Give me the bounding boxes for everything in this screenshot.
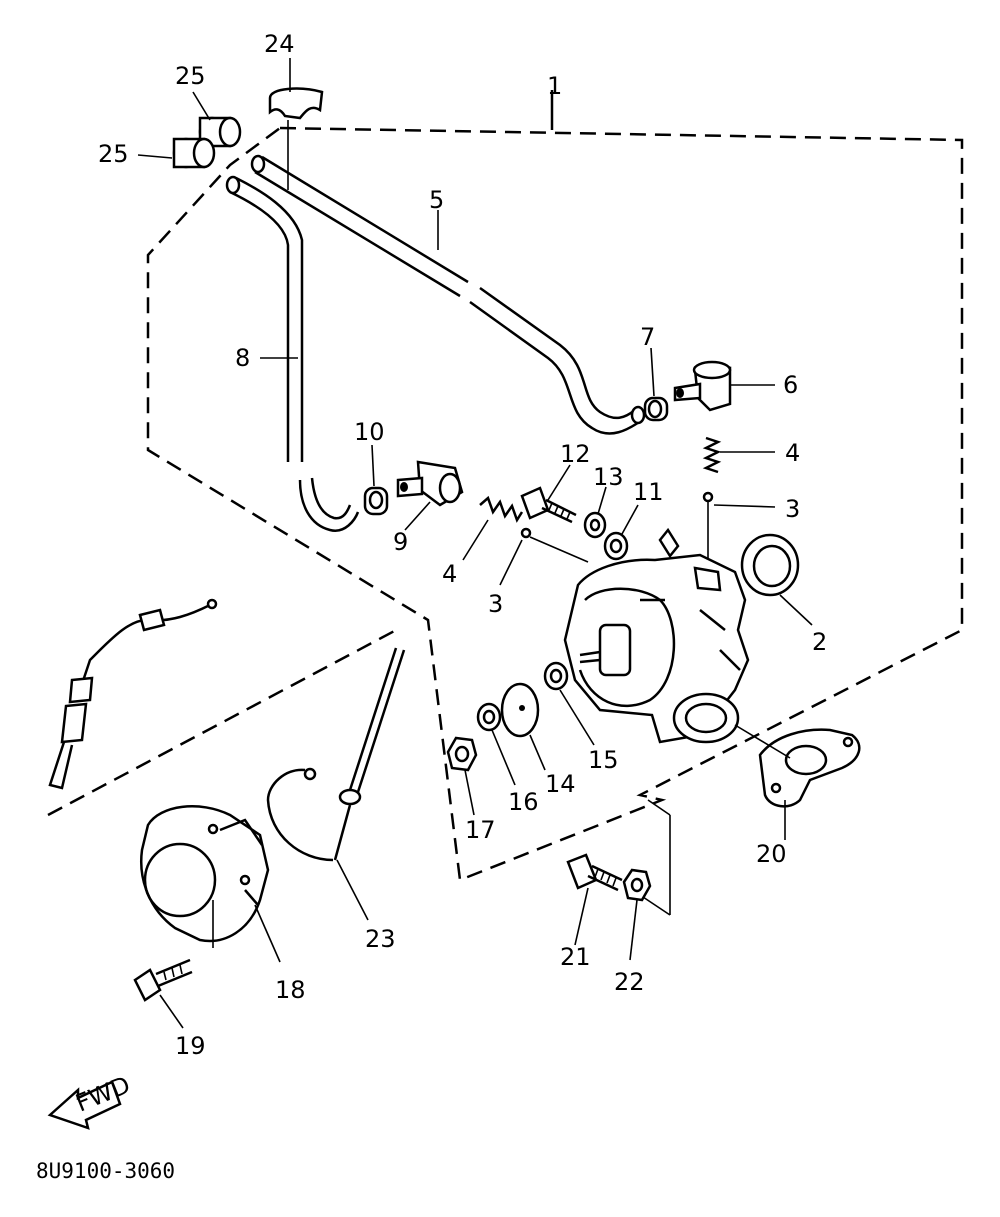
callout-11: 11 [633,478,664,506]
part-5-hose [250,154,646,435]
parts-21-22-bracket [647,799,671,816]
part-20-leader [734,724,791,759]
part-7-ring [643,396,669,422]
part-25-sleeve-lower [172,137,216,169]
cable-group-outline [47,626,401,817]
callout-7: 7 [640,323,655,351]
part-4-leader-left [462,519,489,561]
forward-arrow-icon: FWD [47,1071,134,1130]
part-3-ball-left [520,527,532,539]
part-12-leader [547,464,571,501]
part-18-leader [254,904,281,963]
callout-8: 8 [235,344,250,372]
part-14-plate [500,682,540,738]
callout-12: 12 [560,440,591,468]
part-19-leader [159,994,184,1029]
part-11-ring [603,531,629,561]
callout-18: 18 [275,976,306,1004]
callout-15: 15 [588,746,619,774]
part-17-leader [464,769,475,816]
callout-25-lower: 25 [98,140,129,168]
part-4-spring-left [479,495,524,523]
part-21-leader [574,887,589,946]
part-8-hose [225,175,360,532]
callout-3-right: 3 [785,495,800,523]
control-cable [48,598,218,790]
part-2-oil-seal [740,533,800,597]
callout-3-left: 3 [488,590,503,618]
assembly-1-boundary [146,126,964,882]
part-15-washer [543,661,569,691]
parts-21-22-bracket-b [639,894,671,916]
part-16-leader [491,729,516,786]
part-6-elbow-fitting [673,360,732,412]
callout-2: 2 [812,628,827,656]
callout-5: 5 [429,186,444,214]
part-4-spring-right [702,436,722,474]
part-15-leader [559,689,595,746]
callout-4-left: 4 [442,560,457,588]
part-16-washer [476,702,502,732]
part-11-leader [621,504,639,535]
part-2-leader [779,594,813,626]
callout-20: 20 [756,840,787,868]
part-23-leader [336,859,369,921]
part-3-ball-right [702,491,714,503]
callout-19: 19 [175,1032,206,1060]
part-9-leader [404,501,431,531]
part-21-bolt [566,853,623,892]
callout-10: 10 [354,418,385,446]
callout-17: 17 [465,816,496,844]
part-17-nut [446,736,478,772]
part-23-rod [266,647,406,862]
part-10-leader [371,444,375,487]
part-25-leader-lower [137,154,173,159]
part-9-elbow-fitting [396,460,464,507]
part-18-cover [140,805,270,943]
part-7-leader [650,347,655,397]
part-22-leader [629,899,638,961]
part-3-leader-left [499,539,523,586]
part-3-leader-right [713,504,776,508]
part-25-leader-upper [192,91,211,121]
part-13-washer [583,511,607,539]
callout-labels: 1 2 3 3 4 4 5 6 7 8 9 10 11 12 13 14 15 … [98,30,827,1060]
callout-24: 24 [264,30,295,58]
callout-16: 16 [508,788,539,816]
part-3-axis-left [529,536,589,563]
callout-25-upper: 25 [175,62,206,90]
part-20-gasket [758,728,861,808]
callout-13: 13 [593,463,624,491]
part-10-ring [363,486,389,516]
part-13-leader [597,486,607,515]
oil-pump-body [563,527,750,744]
part-12-bolt [520,486,577,524]
callout-21: 21 [560,943,591,971]
part-19-bolt [133,958,193,1002]
diagram-code: 8U9100-3060 [36,1159,175,1183]
callout-23: 23 [365,925,396,953]
part-14-leader [529,734,546,771]
callout-14: 14 [545,770,576,798]
callout-22: 22 [614,968,645,996]
part-24-clamp [268,87,324,120]
callout-9: 9 [393,528,408,556]
callout-4-right: 4 [785,439,800,467]
part-22-nut [622,868,652,902]
callout-1: 1 [547,72,562,100]
callout-6: 6 [783,371,798,399]
